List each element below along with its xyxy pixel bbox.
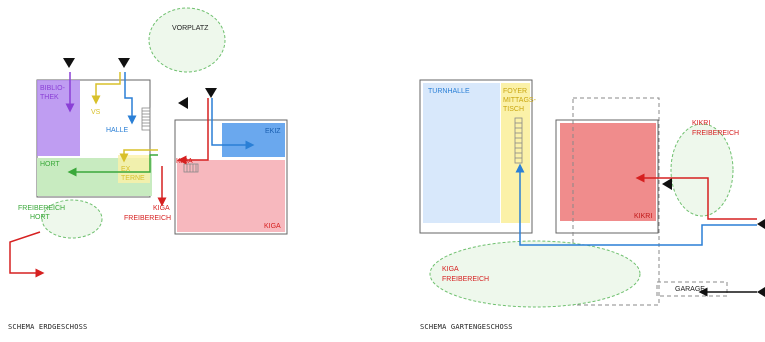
externe-label-1: EX (121, 166, 131, 173)
hort-label: HORT (40, 161, 60, 168)
schema-gartengeschoss: TURNHALLE FOYER MITTAGS- TISCH KIKRI KIK… (419, 79, 765, 308)
yellow-path-externe-arrow (119, 149, 158, 163)
freibereich-hort-label-1: FREIBEREICH (18, 205, 65, 212)
upper-building-dashed-outline (572, 97, 660, 306)
kiga-freibereich-right-label-2: FREIBEREICH (442, 276, 489, 283)
kiga-label: KIGA (264, 223, 281, 230)
bibliothek-room (37, 80, 80, 156)
entrance-marker-3 (205, 88, 217, 98)
ekiz-label: EKIZ (265, 128, 281, 135)
vorplatz-area (148, 7, 226, 73)
caption-gartengeschoss: SCHEMA GARTENGESCHOSS (420, 323, 513, 331)
kiga-stairs (183, 163, 199, 173)
kikri-freibereich-label-2: FREIBEREICH (692, 130, 739, 137)
kiga-freibereich-label-1: KIGA (153, 205, 170, 212)
entrance-marker-7 (757, 287, 765, 297)
kikri-label: KIKRI (634, 213, 652, 220)
freibereich-hort-area (41, 199, 103, 239)
kiga-freibereich-area (429, 240, 641, 308)
turnhalle-room (423, 83, 500, 223)
turnhalle-label: TURNHALLE (428, 88, 470, 95)
garage-outline (656, 281, 728, 297)
blue-path-foyer-arrow (515, 163, 757, 246)
foyer-label-2: MITTAGS- (503, 97, 537, 104)
foyer-label-1: FOYER (503, 88, 527, 95)
halle-label: HALLE (106, 127, 129, 134)
red-path-exit-arrow (9, 231, 45, 278)
bibliothek-label-1: BIBLIO- (40, 85, 66, 92)
vs-label: VS (91, 109, 101, 116)
yellow-path-vs-arrow (91, 72, 121, 105)
freibereich-hort-label-2: HORT (30, 214, 50, 221)
red-path-kikri-arrow (635, 173, 757, 220)
ekiz-room (222, 123, 285, 157)
kiga-freibereich-label-2: FREIBEREICH (124, 215, 171, 222)
halle-stairs (141, 107, 151, 131)
garage-label: GARAGE (675, 286, 705, 293)
foyer-stairs (514, 117, 523, 164)
entrance-marker-1 (63, 58, 75, 68)
foyer-label-3: TISCH (503, 106, 524, 113)
entrance-marker-2 (118, 58, 130, 68)
green-path-hort-arrow (67, 154, 158, 177)
caption-erdgeschoss: SCHEMA ERDGESCHOSS (8, 323, 88, 331)
kikri-freibereich-label-1: KIKRI (692, 120, 710, 127)
entrance-marker-5 (662, 178, 672, 190)
blue-path-halle-arrow (124, 72, 137, 125)
vorplatz-label: VORPLATZ (172, 25, 209, 32)
kiga-freibereich-right-label-1: KIGA (442, 266, 459, 273)
externe-label-2: TERNE (121, 175, 145, 182)
kikri-freibereich-area (670, 123, 734, 217)
kikri-room (560, 123, 656, 221)
red-path-kiga-arrow (177, 98, 209, 165)
schema-erdgeschoss: VORPLATZ BIBLIO- THEK HORT EX TERNE VS H… (9, 7, 288, 278)
bibliothek-label-2: THEK (40, 94, 59, 101)
entrance-marker-6 (757, 219, 765, 229)
entrance-marker-4 (178, 97, 188, 109)
blue-path-ekiz-arrow (211, 98, 255, 150)
